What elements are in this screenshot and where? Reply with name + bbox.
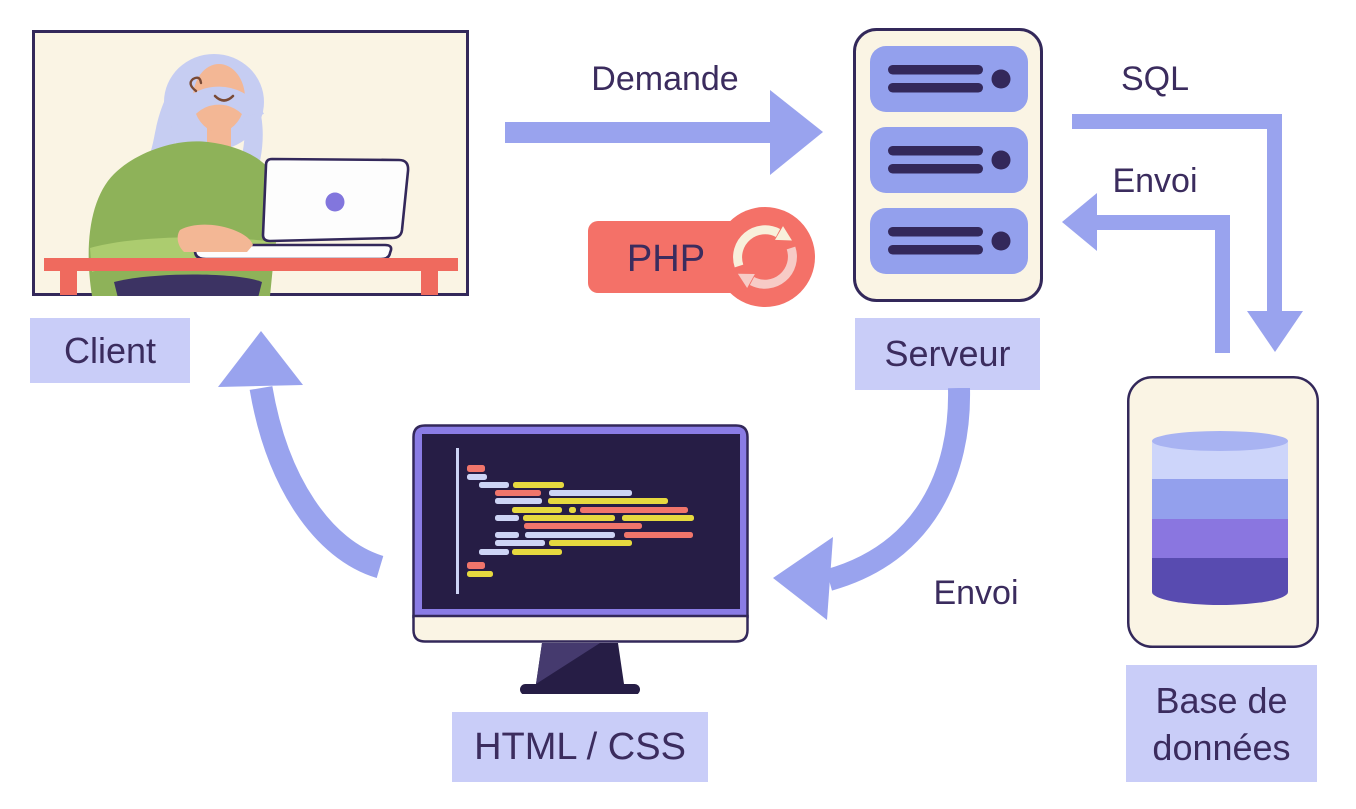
server-slot: [870, 208, 1028, 274]
server-icon: [853, 28, 1043, 302]
server-label-text: Serveur: [884, 333, 1011, 374]
woman-at-laptop-icon: [88, 54, 281, 296]
database-icon: [1127, 376, 1319, 648]
server-slot: [870, 127, 1028, 193]
monitor-base: [520, 684, 640, 694]
sql-flow-label: SQL: [1120, 60, 1190, 98]
database-label-line1: Base de: [1155, 679, 1288, 721]
code-lines: [456, 448, 694, 594]
envoi-arrow-icon: [1062, 193, 1230, 353]
demande-flow-label: Demande: [591, 60, 739, 98]
client-label-text: Client: [63, 329, 157, 371]
monitor-code-icon: [412, 424, 749, 694]
sql-arrow-icon: [1072, 114, 1303, 352]
hand: [177, 224, 253, 252]
database-label: Base de données: [1126, 665, 1317, 782]
refresh-icon: [733, 225, 797, 289]
frontend-label-text: HTML / CSS: [474, 725, 686, 768]
monitor-screen: [422, 434, 740, 609]
server-slot: [870, 46, 1028, 112]
envoi-bottom-flow-label: Envoi: [933, 574, 1019, 612]
client-label: Client: [30, 318, 190, 383]
envoi-top-flow-label: Envoi: [1112, 162, 1198, 200]
php-badge-text: PHP: [627, 238, 705, 280]
client-illustration: [32, 30, 469, 296]
desk-icon: [44, 258, 458, 295]
database-label-line2: données: [1152, 726, 1291, 768]
curved-arrow-server-to-frontend-icon: [773, 388, 971, 620]
sql-envoi-arrows: [1062, 114, 1303, 353]
database-cylinder: [1152, 431, 1288, 605]
frontend-label: HTML / CSS: [452, 712, 708, 782]
curved-arrow-frontend-to-client-icon: [218, 331, 384, 579]
demande-arrow-icon: [505, 90, 823, 175]
server-label: Serveur: [855, 318, 1040, 390]
laptop-logo-dot: [325, 192, 345, 212]
php-badge: PHP: [588, 207, 815, 307]
